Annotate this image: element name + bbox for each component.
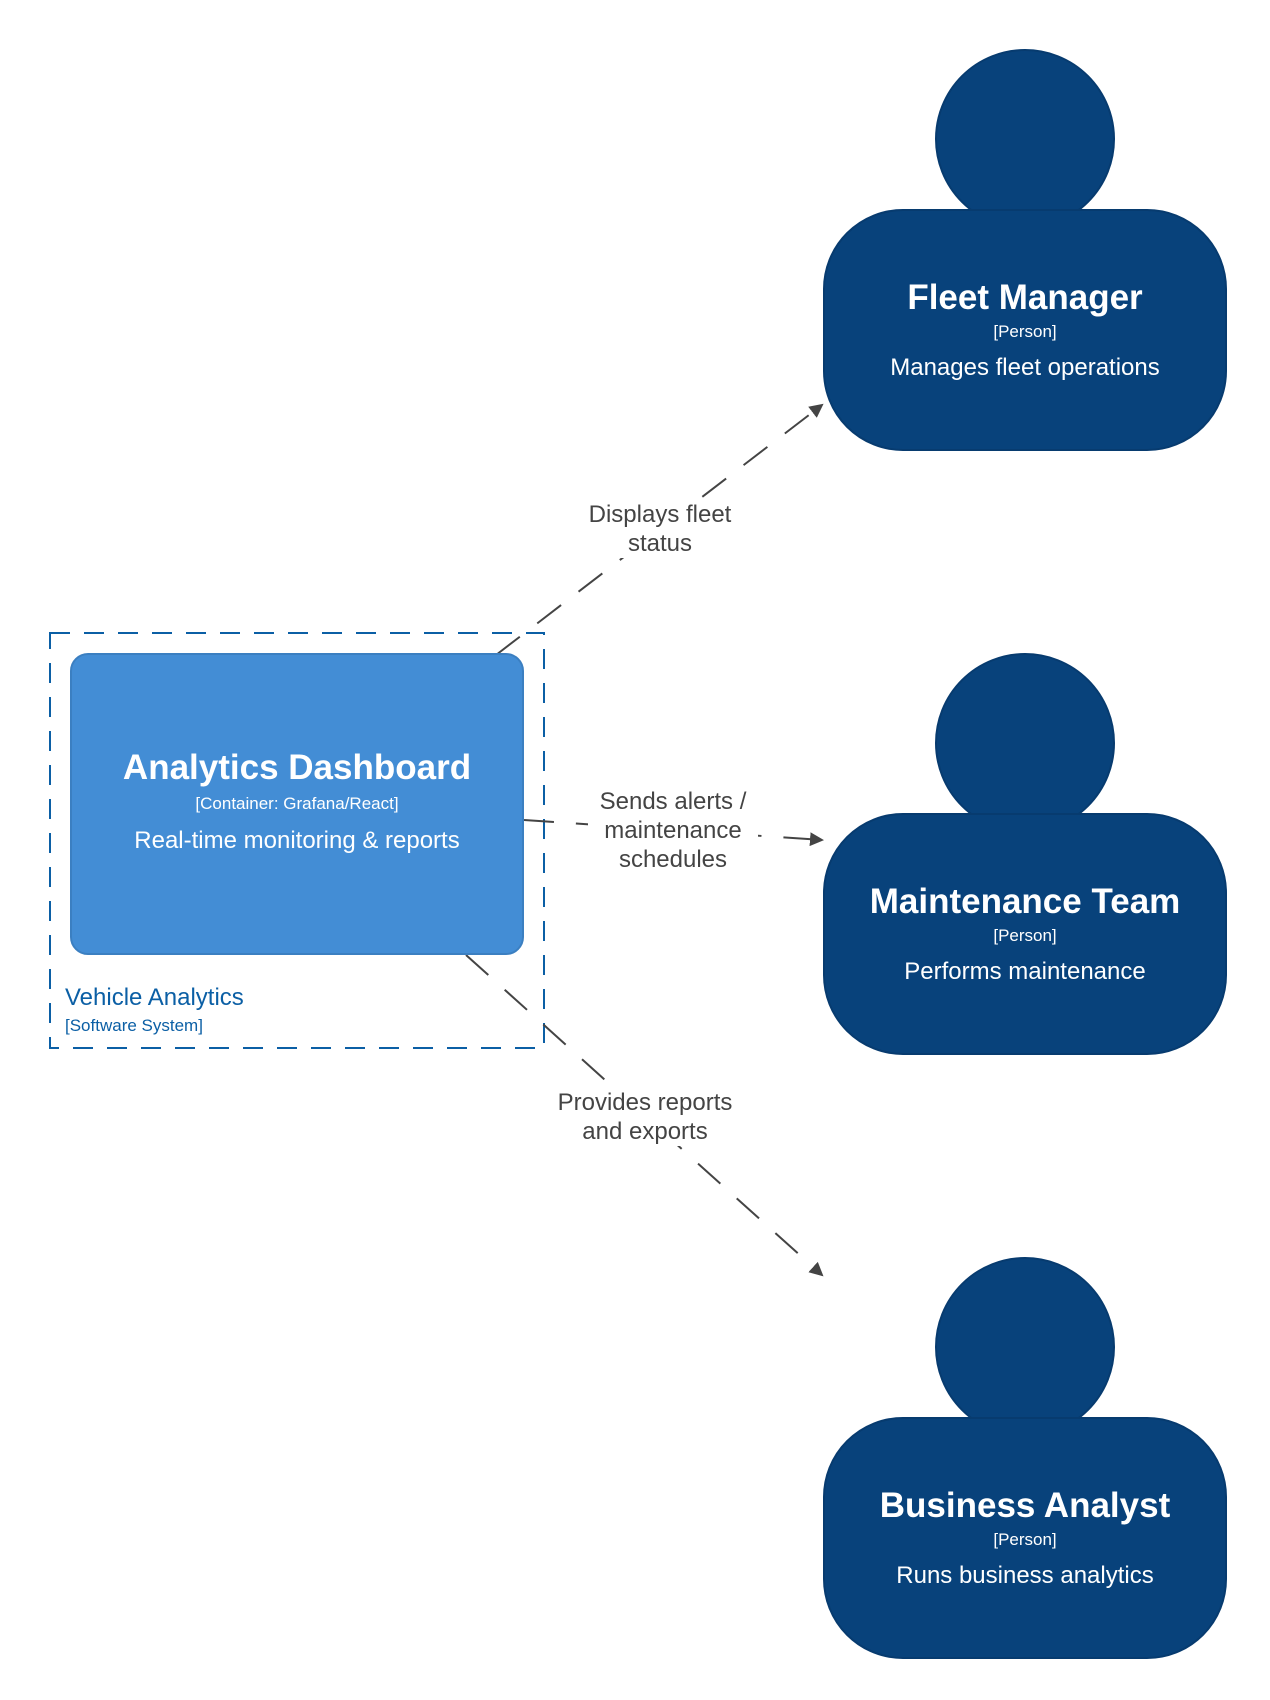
container-type: [Container: Grafana/React] bbox=[195, 794, 399, 813]
person-body: Fleet Manager [Person] Manages fleet ope… bbox=[823, 209, 1227, 451]
person-body: Maintenance Team [Person] Performs maint… bbox=[823, 813, 1227, 1055]
person-name: Fleet Manager bbox=[907, 278, 1143, 317]
edge-displays-fleet-status bbox=[495, 403, 824, 656]
person-icon bbox=[935, 653, 1115, 833]
person-name: Maintenance Team bbox=[869, 882, 1181, 921]
edge-label-line: status bbox=[627, 530, 693, 557]
person-body: Business Analyst [Person] Runs business … bbox=[823, 1417, 1227, 1659]
person-type: [Person] bbox=[993, 322, 1057, 341]
edge-label-sends-alerts: Sends alerts / maintenance schedules bbox=[588, 787, 758, 874]
edge-label-line: maintenance bbox=[604, 817, 742, 844]
edge-provides-reports bbox=[465, 954, 824, 1277]
edge-label-line: schedules bbox=[618, 846, 728, 873]
container-description: Real-time monitoring & reports bbox=[134, 827, 460, 854]
person-icon bbox=[935, 1257, 1115, 1437]
person-description: Performs maintenance bbox=[904, 958, 1146, 985]
analytics-dashboard-container[interactable]: Analytics Dashboard [Container: Grafana/… bbox=[70, 653, 524, 955]
person-type: [Person] bbox=[993, 926, 1057, 945]
system-boundary-outline bbox=[49, 632, 545, 1049]
system-boundary-type: [Software System] bbox=[65, 1016, 203, 1035]
edge-label-displays-fleet-status: Displays fleet status bbox=[580, 500, 740, 558]
person-name: Business Analyst bbox=[879, 1486, 1171, 1525]
edge-label-line: Displays fleet bbox=[588, 501, 732, 528]
person-icon bbox=[935, 49, 1115, 229]
edge-label-line: and exports bbox=[582, 1118, 708, 1145]
edge-label-provides-reports: Provides reports and exports bbox=[545, 1088, 745, 1146]
person-description: Manages fleet operations bbox=[890, 354, 1160, 381]
system-boundary-name: Vehicle Analytics bbox=[65, 984, 244, 1011]
container-name: Analytics Dashboard bbox=[122, 748, 472, 787]
person-description: Runs business analytics bbox=[896, 1562, 1154, 1589]
person-type: [Person] bbox=[993, 1530, 1057, 1549]
edge-label-line: Sends alerts / bbox=[599, 788, 747, 815]
edge-label-line: Provides reports bbox=[557, 1089, 733, 1116]
